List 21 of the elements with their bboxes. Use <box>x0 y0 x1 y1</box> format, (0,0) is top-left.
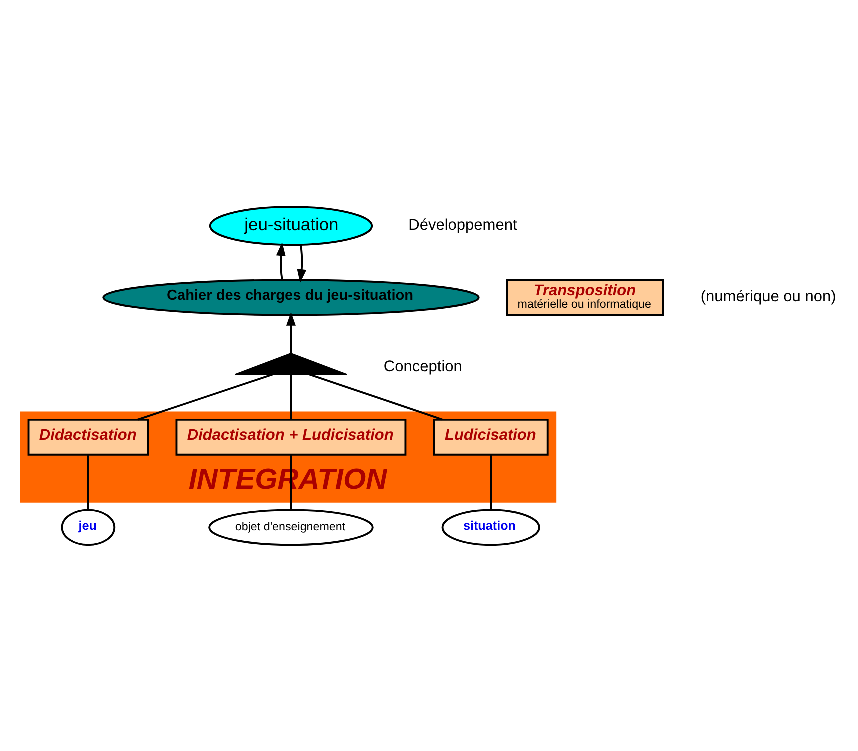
node-box: Didactisation + Ludicisation <box>176 418 407 456</box>
node-box: Didactisation <box>28 418 150 456</box>
label: (numérique ou non) <box>700 288 836 305</box>
node-ellipse: objet d'enseignement <box>208 508 374 546</box>
arrow <box>286 312 296 353</box>
connector <box>87 454 90 510</box>
node-ellipse: Cahier des charges du jeu-situation <box>102 278 480 316</box>
node-box: Ludicisation <box>433 418 549 456</box>
label: Développement <box>408 216 518 234</box>
connector <box>290 374 292 420</box>
node-box: Transposition matérielle ou informatique <box>506 278 664 316</box>
label: Conception <box>384 358 462 375</box>
node-ellipse: situation <box>442 508 540 546</box>
connector <box>309 373 444 420</box>
connector <box>137 373 274 420</box>
arrow <box>276 242 286 280</box>
node-ellipse: jeu <box>61 508 116 546</box>
connector <box>490 454 492 510</box>
arrow <box>297 244 307 283</box>
node-triangle <box>234 352 348 375</box>
node-ellipse: jeu-situation <box>209 206 374 246</box>
